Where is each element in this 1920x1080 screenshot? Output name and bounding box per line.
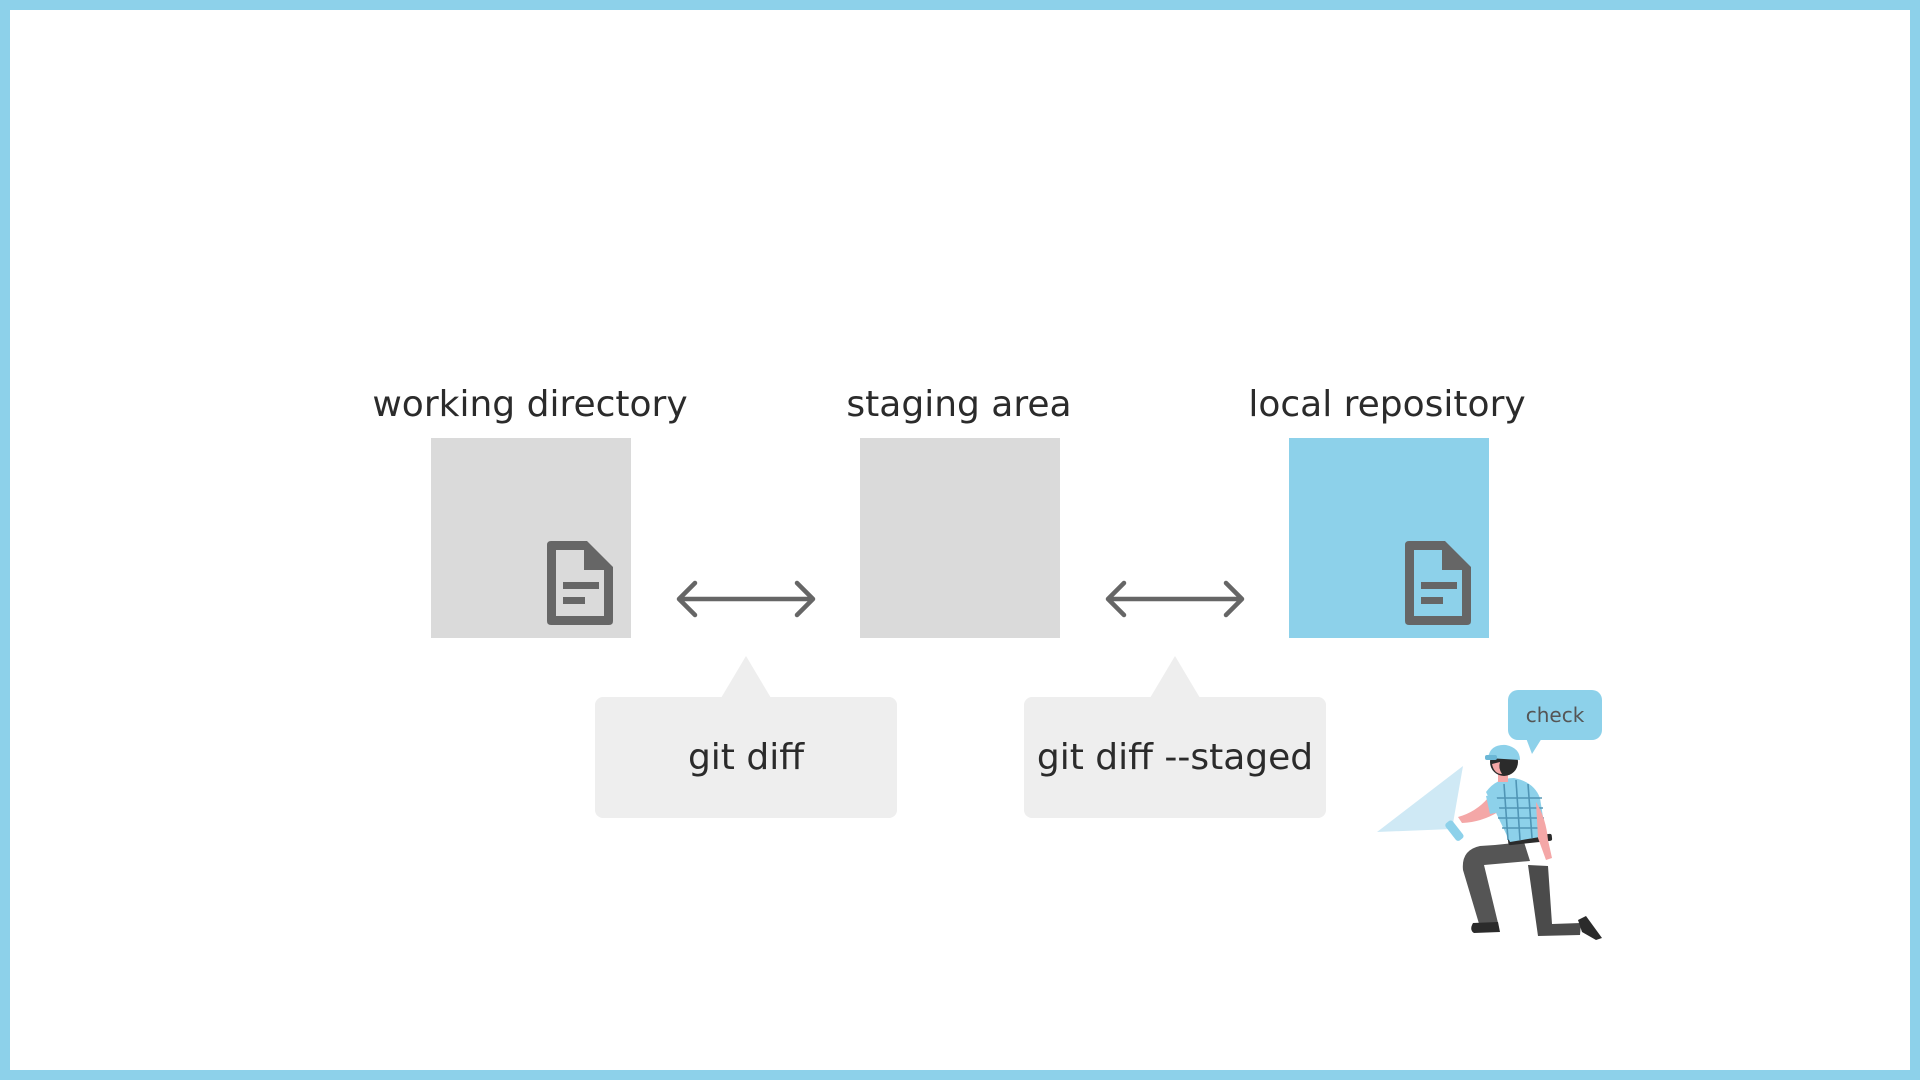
document-icon xyxy=(1405,541,1471,625)
inspector-person-illustration xyxy=(1377,744,1602,940)
document-icon xyxy=(547,541,613,625)
speech-bubble: check xyxy=(1508,690,1602,754)
staging-area-label: staging area xyxy=(846,384,1072,425)
local-repository-label: local repository xyxy=(1248,384,1526,425)
working-directory-box xyxy=(431,438,631,638)
local-repository-box xyxy=(1289,438,1489,638)
git-diff-staged-callout: git diff --staged xyxy=(1024,697,1326,818)
double-arrow-icon xyxy=(1105,580,1245,618)
git-diff-command: git diff xyxy=(687,737,805,778)
git-diff-staged-command: git diff --staged xyxy=(1036,737,1314,778)
speech-text: check xyxy=(1525,703,1585,727)
git-diff-callout: git diff xyxy=(595,697,897,818)
double-arrow-icon xyxy=(676,580,816,618)
working-directory-label: working directory xyxy=(372,384,688,425)
staging-area-box xyxy=(860,438,1060,638)
